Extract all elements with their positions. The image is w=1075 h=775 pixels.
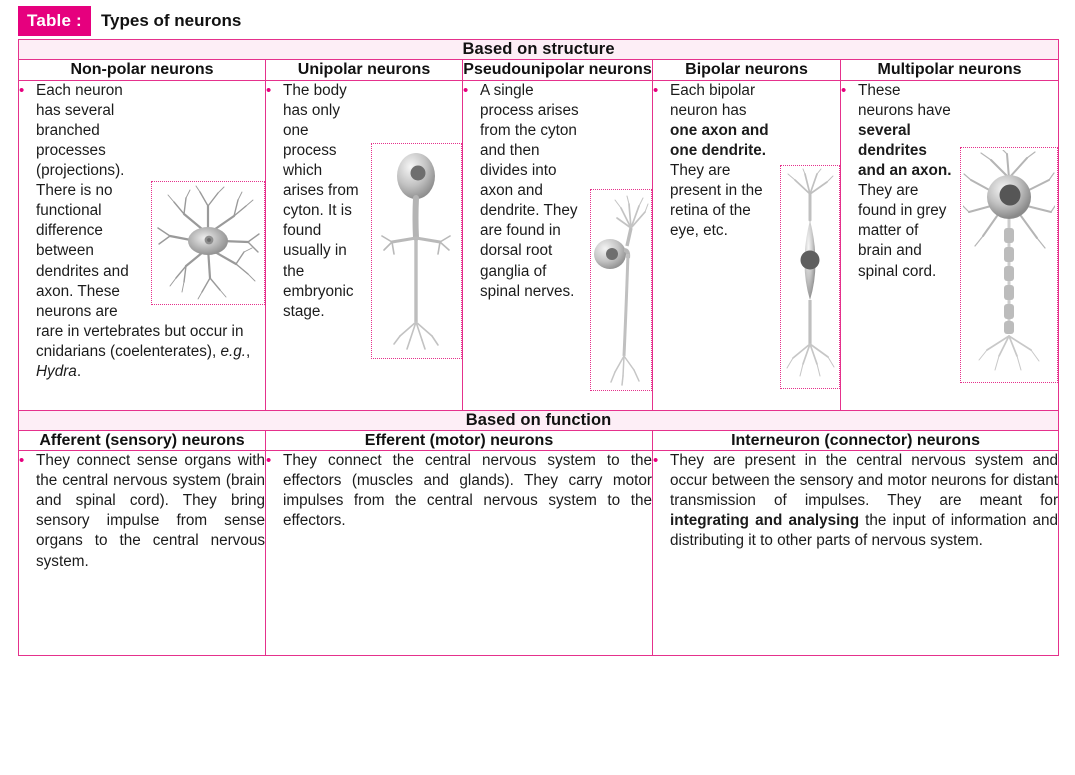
body-row-structure: • — [18, 79, 1060, 411]
table-title: Types of neurons — [100, 11, 242, 30]
cell-text-pseudounipolar: A single process arises from the cyton a… — [480, 81, 652, 391]
cell-text-afferent: They connect sense organs with the centr… — [36, 452, 265, 570]
cell-text-non-polar: Each neuron has several branched process… — [36, 81, 265, 383]
col-header-efferent: Efferent (motor) neurons — [265, 429, 653, 452]
non-polar-neuron-diagram — [151, 180, 265, 305]
unipolar-neuron-svg — [381, 152, 451, 350]
neuron-types-table: Based on structure Non-polar neurons Uni… — [17, 39, 1060, 657]
bullet-icon: • — [463, 81, 469, 99]
non-polar-neuron-svg — [157, 185, 260, 299]
band-label-function: Based on function — [17, 409, 1060, 431]
bipolar-neuron-svg — [786, 168, 835, 377]
col-header-bipolar: Bipolar neurons — [652, 59, 841, 81]
table-badge: Table : — [18, 6, 91, 36]
table-caption: Table : Types of neurons — [18, 6, 241, 36]
bipolar-neuron-diagram — [780, 164, 840, 389]
header-row-function: Afferent (sensory) neurons Efferent (mot… — [18, 429, 1060, 452]
pseudounipolar-neuron-diagram — [590, 188, 652, 391]
multipolar-neuron-svg — [963, 149, 1056, 371]
band-row-function: Based on function — [17, 409, 1060, 431]
cell-text-bipolar: Each bipolar neuron has one axon and one… — [670, 81, 840, 389]
header-row-structure: Non-polar neurons Unipolar neurons Pseud… — [18, 59, 1060, 81]
bullet-icon: • — [653, 452, 659, 470]
cell-text-multipolar: These neurons have several dendrites and… — [858, 81, 1059, 383]
cell-pseudounipolar: • — [462, 79, 653, 411]
cell-efferent: • They connect the central nervous syste… — [265, 450, 653, 657]
col-header-interneuron: Interneuron (connector) neurons — [651, 429, 1060, 452]
unipolar-neuron-diagram — [371, 142, 462, 359]
bullet-icon: • — [266, 452, 272, 470]
band-row-structure: Based on structure — [17, 39, 1060, 60]
bullet-icon: • — [19, 81, 25, 99]
cell-text-unipolar: The body has only one process which aris… — [283, 81, 462, 359]
col-header-multipolar: Multipolar neurons — [839, 59, 1060, 81]
multipolar-neuron-diagram — [960, 146, 1059, 383]
body-row-function: • They connect sense organs with the cen… — [18, 450, 1060, 657]
col-header-afferent: Afferent (sensory) neurons — [18, 429, 266, 452]
cell-afferent: • They connect sense organs with the cen… — [18, 450, 266, 657]
col-header-non-polar: Non-polar neurons — [18, 59, 266, 81]
cell-text-interneuron: They are present in the central nervous … — [670, 452, 1059, 550]
bullet-icon: • — [19, 452, 25, 470]
bullet-icon: • — [266, 81, 272, 99]
col-header-pseudounipolar: Pseudounipolar neurons — [462, 59, 653, 81]
cell-unipolar: • — [265, 79, 463, 411]
band-label-structure: Based on structure — [17, 39, 1060, 60]
cell-interneuron: • They are present in the central nervou… — [651, 450, 1060, 657]
cell-non-polar: • — [18, 79, 266, 411]
cell-text-efferent: They connect the central nervous system … — [283, 452, 652, 530]
bullet-icon: • — [653, 81, 659, 99]
bullet-icon: • — [841, 81, 847, 99]
cell-bipolar: • — [652, 79, 841, 411]
pseudounipolar-neuron-svg — [594, 195, 649, 386]
col-header-unipolar: Unipolar neurons — [265, 59, 463, 81]
cell-multipolar: • — [839, 79, 1060, 411]
